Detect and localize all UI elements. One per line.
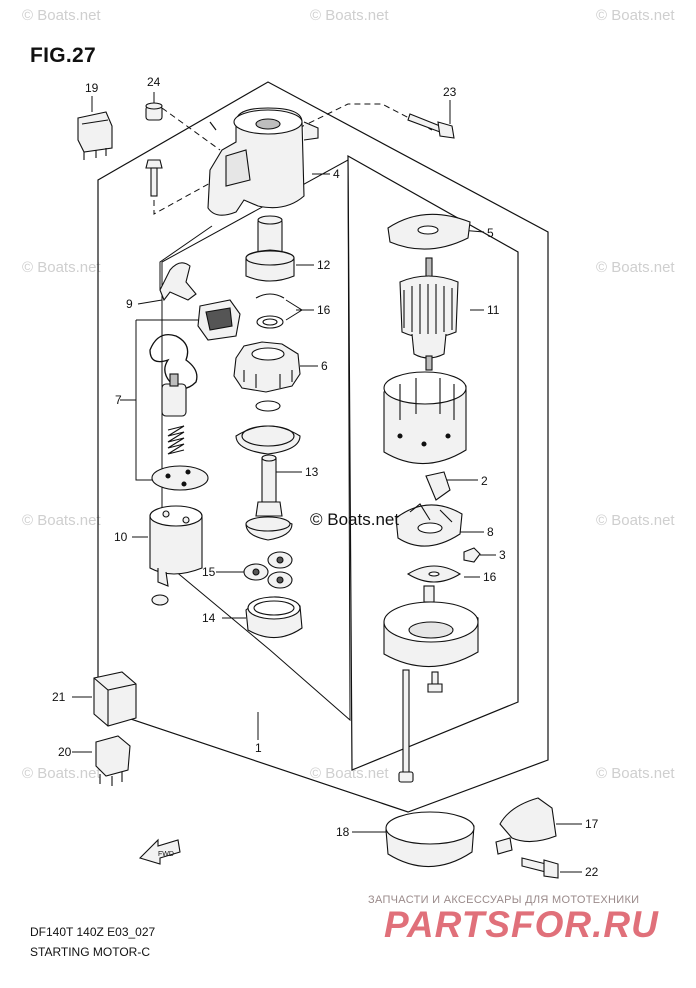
part-3-nut[interactable] — [463, 547, 481, 563]
part-19-relay-cap[interactable] — [77, 111, 113, 160]
part-18-band[interactable] — [385, 811, 475, 868]
callout-10[interactable]: 10 — [114, 530, 128, 544]
part-23-bolt[interactable] — [407, 113, 455, 139]
part-yoke[interactable] — [383, 371, 467, 465]
part-9-lever[interactable] — [159, 262, 197, 302]
part-7-spring-contact[interactable] — [149, 333, 198, 390]
watermark-group: © Boats.net © Boats.net © Boats.net © Bo… — [22, 7, 675, 782]
figure-subtitle: STARTING MOTOR-C — [30, 945, 150, 959]
watermark: © Boats.net — [596, 512, 675, 529]
watermark: © Boats.net — [310, 7, 389, 24]
shop-tagline: ЗАПЧАСТИ И АКСЕССУАРЫ ДЛЯ МОТОТЕХНИКИ — [368, 894, 640, 906]
callout-18[interactable]: 18 — [336, 825, 350, 839]
part-4-solenoid-housing[interactable] — [207, 107, 319, 216]
callout-5[interactable]: 5 — [487, 226, 494, 240]
assembly-outline — [97, 81, 549, 813]
callout-1[interactable]: 1 — [255, 741, 262, 755]
callout-16b[interactable]: 16 — [483, 570, 497, 584]
callout-17[interactable]: 17 — [585, 817, 599, 831]
part-11-armature[interactable] — [399, 257, 459, 371]
part-24-bushing[interactable] — [145, 102, 163, 121]
watermark: © Boats.net — [596, 765, 675, 782]
part-6-gear-housing[interactable] — [233, 341, 301, 393]
callouts: 1 2 3 4 5 6 7 8 9 10 11 12 13 14 15 16 1… — [52, 75, 599, 879]
watermark: © Boats.net — [22, 765, 101, 782]
part-21-relay[interactable] — [93, 671, 137, 727]
watermark: © Boats.net — [596, 259, 675, 276]
callout-11[interactable]: 11 — [487, 303, 500, 317]
part-16-washer[interactable] — [406, 565, 462, 583]
callout-7[interactable]: 7 — [115, 393, 122, 407]
part-20-relay[interactable] — [95, 735, 131, 786]
part-12-pinion[interactable] — [245, 215, 295, 282]
part-22-bolt[interactable] — [521, 857, 559, 879]
part-8-brush-holder[interactable] — [395, 471, 463, 547]
model-code: DF140T 140Z E03_027 — [30, 925, 156, 939]
watermark: © Boats.net — [310, 765, 389, 782]
part-small-bolt[interactable] — [427, 671, 443, 693]
callout-19[interactable]: 19 — [85, 81, 99, 95]
part-16-ring-set[interactable] — [255, 293, 285, 329]
part-o-ring-gasket[interactable] — [235, 400, 301, 455]
part-5-plate[interactable] — [387, 213, 471, 250]
part-13-drive-shaft[interactable] — [245, 454, 293, 541]
part-14-ring-gear[interactable] — [245, 596, 303, 639]
callout-20[interactable]: 20 — [58, 745, 72, 759]
callout-15[interactable]: 15 — [202, 565, 216, 579]
callout-3[interactable]: 3 — [499, 548, 506, 562]
callout-13[interactable]: 13 — [305, 465, 319, 479]
watermark: © Boats.net — [22, 512, 101, 529]
callout-4[interactable]: 4 — [333, 167, 340, 181]
part-end-cover[interactable] — [383, 585, 479, 668]
callout-14[interactable]: 14 — [202, 611, 216, 625]
callout-23[interactable]: 23 — [443, 85, 457, 99]
center-watermark: © Boats.net — [310, 510, 400, 529]
callout-6[interactable]: 6 — [321, 359, 328, 373]
figure-title: FIG.27 — [30, 44, 96, 67]
part-brush-holder-small[interactable] — [197, 299, 241, 341]
svg-text:FWD: FWD — [158, 851, 174, 858]
callout-22[interactable]: 22 — [585, 865, 599, 879]
callout-8[interactable]: 8 — [487, 525, 494, 539]
part-bolt-small[interactable] — [145, 159, 163, 197]
part-17-bracket[interactable] — [495, 797, 557, 855]
part-spring[interactable] — [167, 425, 185, 455]
part-10-solenoid[interactable] — [149, 505, 203, 606]
callout-24[interactable]: 24 — [147, 75, 161, 89]
front-arrow-icon: FWD — [138, 838, 181, 865]
callout-21[interactable]: 21 — [52, 690, 66, 704]
callout-16a[interactable]: 16 — [317, 303, 331, 317]
part-plunger[interactable] — [161, 373, 187, 417]
part-plate[interactable] — [151, 465, 209, 491]
part-through-bolt[interactable] — [398, 669, 414, 783]
callout-9[interactable]: 9 — [126, 297, 133, 311]
callout-12[interactable]: 12 — [317, 258, 331, 272]
callout-2[interactable]: 2 — [481, 474, 488, 488]
shop-logo[interactable]: PARTSFOR.RU — [384, 904, 659, 945]
watermark: © Boats.net — [22, 7, 101, 24]
watermark: © Boats.net — [22, 259, 101, 276]
part-15-planet-gears[interactable] — [243, 551, 293, 589]
watermark: © Boats.net — [596, 7, 675, 24]
